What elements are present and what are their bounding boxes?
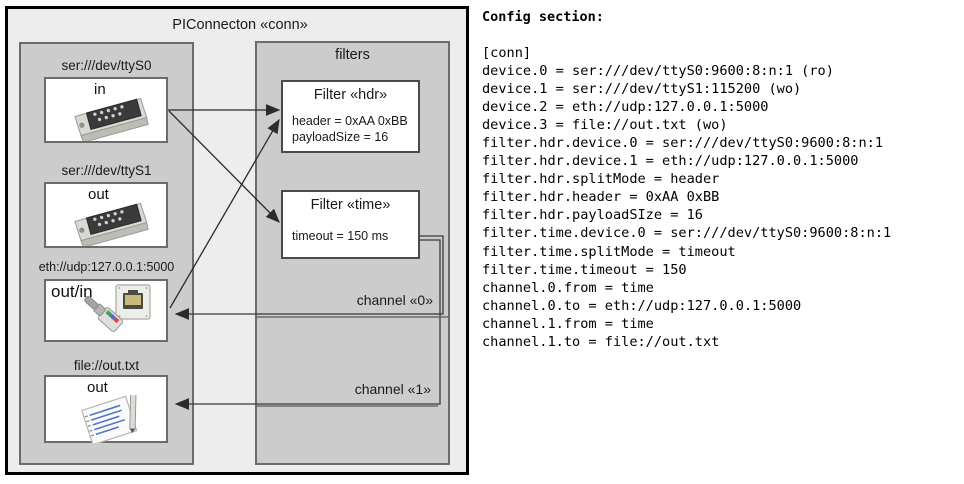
config-text: [conn] device.0 = ser:///dev/ttyS0:9600:…	[482, 45, 892, 350]
filters-group-title: filters	[335, 47, 370, 63]
filter-prop-hdr-header: header = 0xAA 0xBB	[292, 114, 408, 128]
channel-label-1: channel «1»	[354, 381, 431, 397]
filter-title-hdr: Filter «hdr»	[313, 87, 388, 103]
device-card-file[interactable]: out	[44, 375, 168, 443]
diagram-title: PIConnecton «conn»	[172, 17, 308, 33]
filter-title-time: Filter «time»	[310, 197, 391, 213]
device-label-file: out	[87, 379, 108, 396]
config-heading: Config section:	[482, 9, 604, 25]
device-caption-eth: eth://udp:127.0.0.1:5000	[38, 260, 175, 274]
filter-prop-hdr-payloadsize: payloadSize = 16	[292, 130, 389, 144]
channel-label-0: channel «0»	[356, 292, 433, 308]
device-label-eth: out/in	[51, 282, 93, 301]
ethernet-jack-icon	[84, 284, 151, 333]
device-card-ttys1[interactable]: out	[44, 182, 168, 248]
filter-prop-time-timeout: timeout = 150 ms	[292, 229, 389, 243]
document-pen-icon	[81, 395, 138, 443]
device-card-ttys0[interactable]: in	[44, 77, 168, 143]
filter-card-time[interactable]: Filter «time» timeout = 150 ms	[281, 190, 420, 259]
serial-connector-icon	[74, 97, 149, 141]
device-caption-ttys1: ser:///dev/ttyS1	[61, 163, 152, 178]
device-label-ttys1: out	[88, 186, 109, 203]
device-caption-ttys0: ser:///dev/ttyS0	[61, 58, 152, 73]
device-label-ttys0: in	[94, 81, 106, 98]
filter-card-hdr[interactable]: Filter «hdr» header = 0xAA 0xBB payloadS…	[281, 80, 420, 153]
serial-connector-icon	[74, 202, 149, 246]
device-card-eth[interactable]: out/in	[44, 279, 168, 342]
device-caption-file: file://out.txt	[73, 358, 140, 373]
